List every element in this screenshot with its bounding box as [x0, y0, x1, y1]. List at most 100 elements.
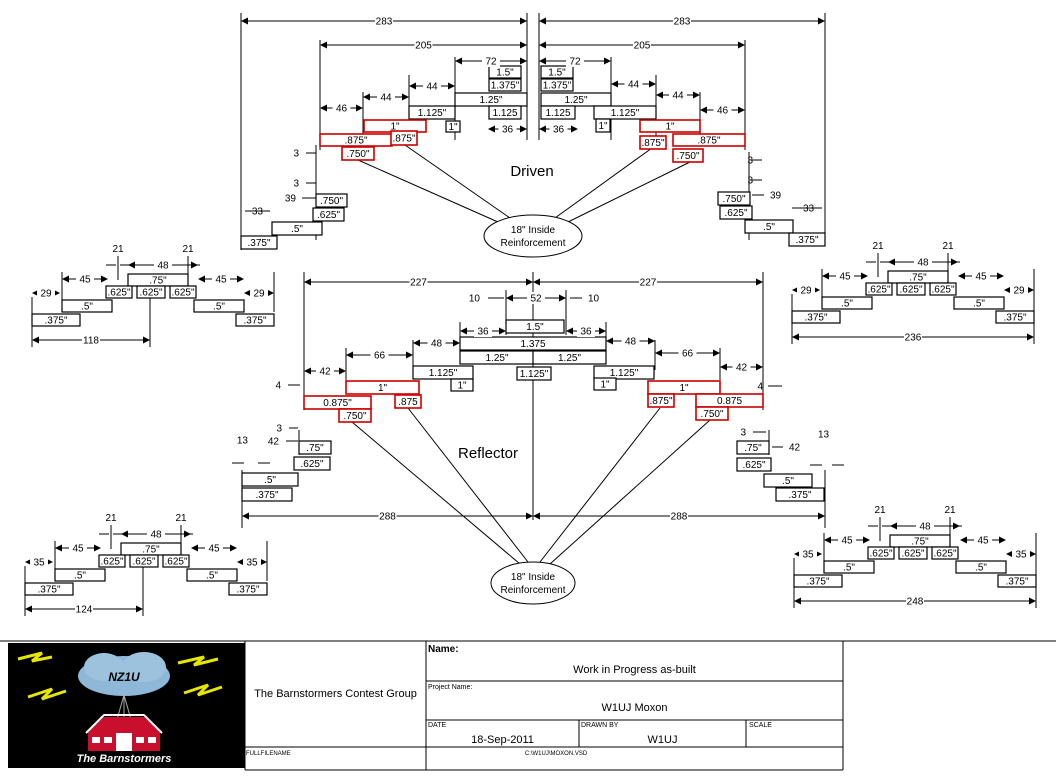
dimension-label-bg: [474, 325, 492, 337]
boom-detail-tl-t375a-label: .375": [44, 316, 67, 327]
boom-detail-br-d21b: 21: [944, 505, 956, 516]
dimension-label-bg: [904, 331, 922, 343]
tube-label: .75": [744, 443, 762, 454]
tube-box: [241, 472, 299, 487]
drawn-by-label: DRAWN BY: [581, 722, 619, 729]
tube-label: .875: [398, 397, 418, 408]
tube-label: 0.875": [323, 398, 352, 409]
dimension-label: 3: [747, 176, 753, 187]
dimension-label: 36: [502, 125, 514, 136]
dimension-label: 3: [293, 149, 299, 160]
tube-label: .625": [724, 208, 747, 219]
tube-label: .750": [320, 196, 343, 207]
tube-label: .625": [300, 459, 323, 470]
dimension-label: 36: [553, 125, 565, 136]
dimension-label-bg: [154, 259, 172, 271]
dimension-label-bg: [250, 287, 268, 299]
tube-box: [639, 119, 701, 133]
boom-detail-tr-t625a-label: .625": [867, 285, 890, 296]
boom-detail-tl-t625b-box: [136, 285, 166, 299]
boom-detail-tl-t375a-box: [31, 313, 81, 327]
boom-detail-tl-d48: 48: [157, 261, 169, 272]
tube-label: .75": [306, 443, 324, 454]
dimension-label: 48: [625, 337, 637, 348]
boom-detail-bl-d21b: 21: [175, 513, 187, 524]
dimension-label: 33: [803, 204, 815, 215]
reflector-reinforcement-oval: [490, 561, 576, 605]
driven-reinforcement-line1: 18" Inside: [511, 225, 556, 236]
tube-label: .750": [722, 194, 745, 205]
dimension-label-bg: [1010, 284, 1028, 296]
dimension-label-bg: [243, 556, 261, 568]
boom-detail-br-t5b-box: [955, 560, 1007, 574]
boom-detail-tr-t5a-box: [821, 296, 873, 310]
boom-detail-br-t625a-label: .625": [869, 549, 892, 560]
dimension-label: 66: [682, 349, 694, 360]
dimension-label-bg: [633, 39, 651, 51]
boom-detail-tr-d48: 48: [917, 258, 929, 269]
tube-box: [516, 366, 552, 381]
boom-detail-br-d29a: 35: [802, 550, 814, 561]
bolt-icon: [17, 651, 53, 663]
tube-box: [593, 365, 655, 380]
tube-label: .5": [782, 476, 794, 487]
dimension-label-bg: [624, 78, 643, 90]
leader-line: [567, 161, 691, 223]
dimension-label-bg: [673, 15, 691, 27]
leader-line: [357, 159, 499, 223]
tube-box: [488, 65, 522, 79]
boom-detail-bl-t625a-box: [98, 554, 126, 568]
tube-label: 1": [378, 383, 388, 394]
boom-detail-tl-t375b-box: [235, 313, 275, 327]
project-value: W1UJ Moxon: [601, 702, 668, 714]
boom-detail-tl-t5a-box: [61, 299, 113, 313]
dimension-label-bg: [370, 349, 389, 361]
tube-label: 1.125: [492, 108, 517, 119]
tube-label: 1.25": [479, 95, 502, 106]
dimension-label-bg: [914, 256, 932, 268]
dimension-label-bg: [332, 102, 351, 114]
boom-detail-br-d21a: 21: [874, 505, 886, 516]
tube-box: [695, 406, 729, 421]
dimension-label: 33: [252, 207, 264, 218]
tube-box: [505, 319, 565, 334]
boom-detail-bl-total: 124: [76, 605, 93, 616]
tube-box: [788, 232, 826, 247]
tube-box: [717, 191, 751, 206]
dimension-label: 39: [770, 191, 782, 202]
boom-detail-tl-d45b: 45: [215, 275, 227, 286]
boom-detail-br-d45a: 45: [841, 536, 853, 547]
tube-box: [394, 394, 422, 409]
tube-label: 1.25": [485, 353, 508, 364]
tube-label: .625": [317, 210, 340, 221]
dimension-label: 3: [747, 156, 753, 167]
tube-label: 1": [390, 122, 400, 133]
boom-detail-tr-t5b-label: .5": [973, 299, 985, 310]
tube-label: .5": [763, 222, 775, 233]
boom-detail-tr-d29b: 29: [1013, 286, 1025, 297]
boom-detail-tl-t75-label: .75": [149, 276, 167, 287]
boom-detail-tl-t625a-label: .625": [107, 288, 130, 299]
tube-label: .750": [343, 411, 366, 422]
tube-label: .5": [291, 224, 303, 235]
dimension-label: 48: [431, 339, 443, 350]
tube-box: [390, 130, 418, 146]
dimension-label-bg: [916, 520, 934, 532]
boom-detail-tr-t625b-box: [896, 282, 926, 296]
boom-detail-tl-d29a: 29: [40, 289, 52, 300]
boom-detail-br-t625c-label: .625": [933, 549, 956, 560]
boom-detail-tl-t375b-label: .375": [243, 316, 266, 327]
boom-detail-tr-d45a: 45: [839, 272, 851, 283]
dimension-label: 227: [640, 278, 657, 289]
boom-detail-tr-d29a: 29: [800, 286, 812, 297]
tube-box: [298, 440, 332, 455]
tube-box: [303, 395, 372, 410]
boom-detail-bl-t5b-label: .5": [206, 571, 218, 582]
tube-label: .375": [255, 490, 278, 501]
tube-label: 1": [448, 122, 458, 133]
dimension-label: 42: [789, 443, 801, 454]
boom-detail-bl-t5b-box: [186, 568, 238, 582]
boom-detail-br-d48: 48: [919, 522, 931, 533]
tube-box: [540, 65, 574, 79]
dimension-labels: 2832057244444636283205724444463633393333…: [25, 15, 1036, 616]
